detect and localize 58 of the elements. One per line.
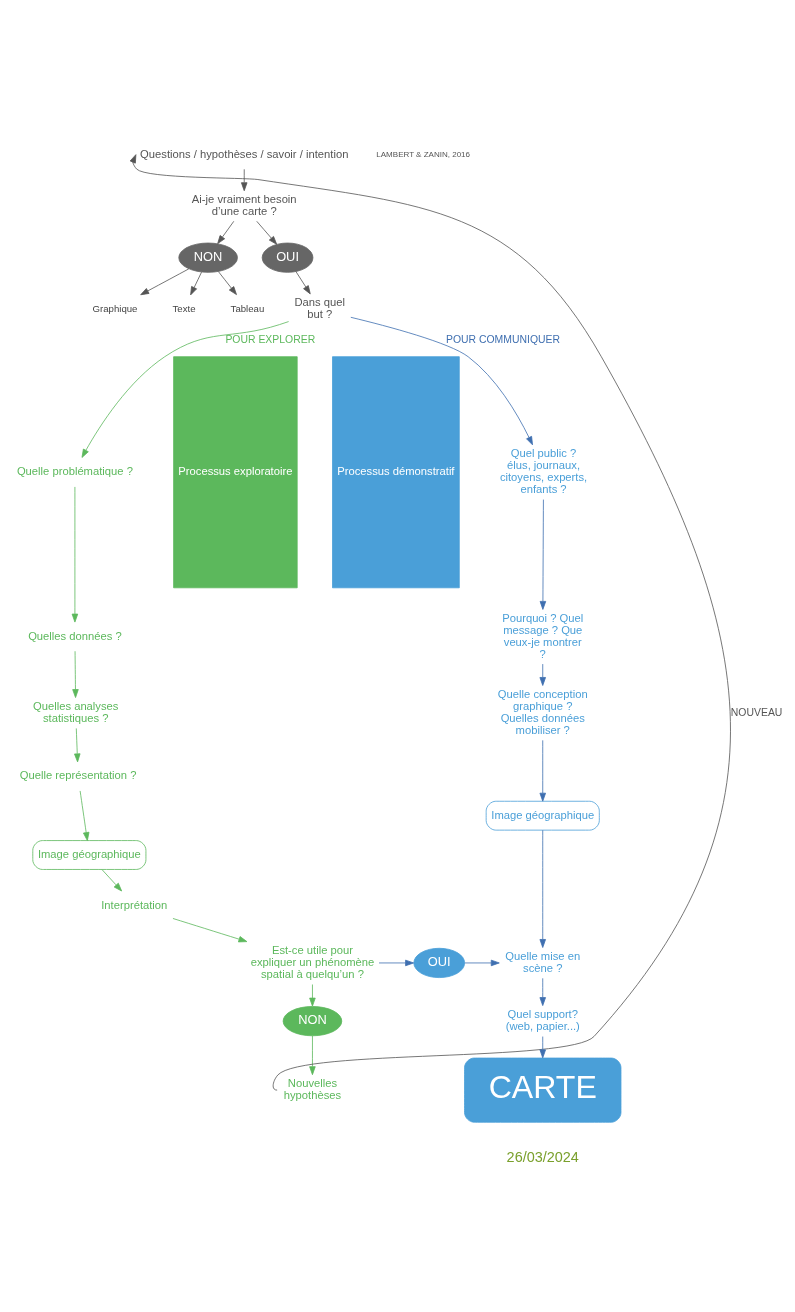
arrow [539,829,546,948]
node-text: Ai-je vraiment besoin d’une carte ? [191,192,297,217]
arrow [129,153,731,1091]
node-ellipse: NON [178,242,238,273]
label: 26/03/2024 [506,1148,579,1165]
arrow [539,1035,546,1058]
node-ellipse: OUI [413,947,465,978]
node-text: Quel support? (web, papier...) [505,1007,580,1032]
arrow [309,1035,316,1075]
arrow [350,316,533,445]
arrow [101,868,123,891]
arrow [140,267,190,295]
edge-label: POUR EXPLORER [225,333,316,345]
arrow [190,271,202,295]
node-box: Processus exploratoire [173,355,298,588]
arrow [241,168,248,191]
arrow [539,739,546,802]
arrow [309,983,316,1006]
arrow [378,959,414,966]
node-text: Interprétation [101,898,168,911]
arrow [539,498,547,610]
node-text: Dans quel but ? [294,295,345,320]
arrow [539,663,546,686]
node-text: Pourquoi ? Quel message ? Que veux-je montrer ? [502,611,584,660]
arrow [81,320,290,458]
arrow [539,977,546,1006]
arrow [172,917,248,942]
node-text: Quelle problématique ? [16,464,133,477]
node-text: Quelles analyses statistiques ? [33,699,119,724]
arrow [295,270,311,294]
arrow [79,790,90,841]
arrow [72,650,79,698]
node-box: Image géographique [32,839,147,870]
node-text: Quelle conception graphique ? Quelles données mobiliser ? [497,687,588,736]
node-text: Texte [172,302,196,314]
node-box: Processus démonstratif [332,355,460,588]
node-text: Est-ce utile pour expliquer un phénomène spatial à quelqu’un ? [250,943,375,980]
node-box: Image géographique [485,800,600,831]
node-ellipse: OUI [261,242,314,273]
arrow [71,486,79,622]
node-box: CARTE [464,1057,622,1123]
arrow [218,270,237,295]
node-text: Tableau [230,302,265,314]
node-text: Quelle représentation ? [19,768,137,781]
node-text: Nouvelles hypothèses [283,1076,342,1101]
arrow [74,727,81,762]
node-text: Quel public ? élus, journaux, citoyens, experts, enfants ? [499,446,588,495]
arrow [256,220,278,245]
edge-label: NOUVEAU [730,706,783,718]
arrow [464,959,500,966]
node-text: Quelle mise en scène ? [505,949,581,974]
label: LAMBERT & ZANIN, 2016 [376,149,471,159]
node-text: Quelles données ? [28,629,122,642]
node-ellipse: NON [282,1005,343,1036]
edge-label: POUR COMMUNIQUER [445,333,561,345]
node-text: Questions / hypothèses / savoir / intention [140,147,349,160]
arrow [217,220,235,244]
node-text: Graphique [92,302,138,314]
